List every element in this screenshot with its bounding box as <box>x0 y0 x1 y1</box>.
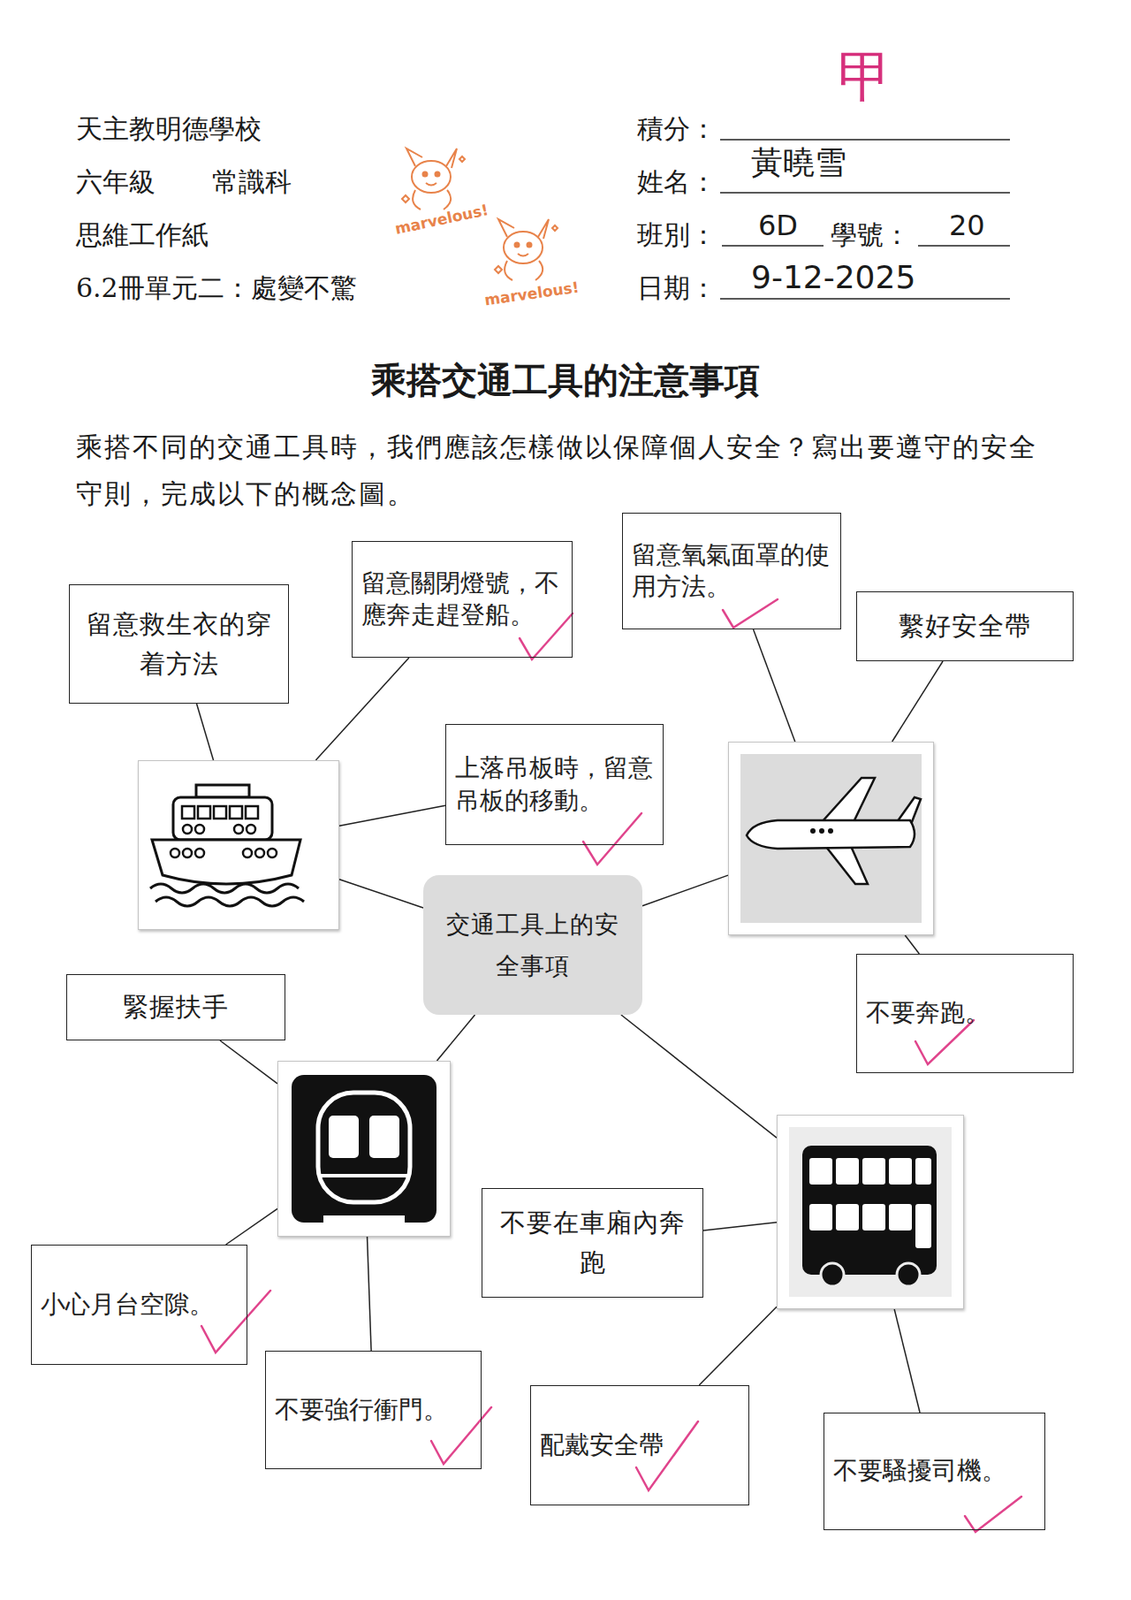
connector-line <box>339 804 446 826</box>
unit-name: 6.2冊單元二：處變不驚 <box>75 272 357 304</box>
connector-line <box>642 874 729 906</box>
handwritten-answer: 不要騷擾司機。 <box>833 1454 1036 1487</box>
handwritten-answer: 上落吊板時，留意吊板的移動。 <box>455 751 654 817</box>
airplane-picture-frame <box>728 741 934 935</box>
class-value: 6D <box>758 208 798 243</box>
connector-line <box>753 629 796 742</box>
field-label: 班別： <box>637 219 717 251</box>
connector-line <box>698 1305 777 1385</box>
node-text: 不要在車廂內奔跑 <box>491 1202 694 1283</box>
field-label: 日期： <box>637 272 717 304</box>
connector-line <box>220 1039 278 1084</box>
answer-box: 留意氧氣面罩的使用方法。 <box>622 512 842 630</box>
worksheet-type: 思維工作紙 <box>75 219 209 251</box>
worksheet-title: 乘搭交通工具的注意事項 <box>0 358 1131 402</box>
student-number: 20 <box>948 208 986 243</box>
field-label: 姓名： <box>637 166 717 198</box>
answer-box: 留意關閉燈號，不應奔走趕登船。 <box>351 540 573 658</box>
ferry-icon <box>150 784 304 906</box>
train-icon <box>291 1074 437 1223</box>
answer-box: 不要奔跑。 <box>856 953 1074 1073</box>
subject-name: 常識科 <box>212 166 292 198</box>
answer-box: 不要強行衝門。 <box>265 1350 482 1469</box>
connector-line <box>892 660 943 742</box>
grade-mark: 甲 <box>837 44 893 110</box>
bus-icon <box>789 1126 952 1297</box>
node-text: 留意救生衣的穿着方法 <box>78 604 280 684</box>
connector-line <box>703 1222 777 1230</box>
field-label: 積分： <box>637 113 717 145</box>
connector-line <box>197 703 214 760</box>
rule-box: 留意救生衣的穿着方法 <box>68 584 289 704</box>
grade-level: 六年級 <box>75 166 156 198</box>
rule-box: 繫好安全帶 <box>856 591 1074 661</box>
ferry-picture-frame <box>137 759 340 930</box>
answer-box: 不要騷擾司機。 <box>823 1411 1046 1530</box>
school-name: 天主教明德學校 <box>75 113 262 145</box>
connector-line <box>226 1207 278 1245</box>
connector-line <box>894 1308 920 1412</box>
connector-line <box>436 1014 475 1061</box>
date-value: 9-12-2025 <box>751 258 916 297</box>
student-name: 黃曉雪 <box>751 143 847 182</box>
form-underlines <box>720 139 1010 299</box>
tick-marks <box>201 599 1022 1532</box>
field-label: 學號： <box>830 219 911 251</box>
connector-line <box>904 934 919 954</box>
handwritten-answer: 不要奔跑。 <box>865 996 1064 1029</box>
answer-box: 小心月台空隙。 <box>30 1244 248 1365</box>
answer-box: 配戴安全帶 <box>530 1384 750 1505</box>
bus-picture-frame <box>776 1114 965 1309</box>
node-text: 緊握扶手 <box>75 986 276 1027</box>
rule-box: 緊握扶手 <box>66 973 286 1040</box>
train-picture-frame <box>277 1060 451 1237</box>
sticker-text: marvelous! <box>483 278 580 310</box>
handwritten-answer: 留意關閉燈號，不應奔走趕登船。 <box>361 567 563 632</box>
node-text: 交通工具上的安全事項 <box>435 903 631 987</box>
node-text: 繫好安全帶 <box>865 606 1064 646</box>
connector-line <box>621 1014 777 1138</box>
connector-line <box>367 1236 372 1351</box>
handwritten-answer: 小心月台空隙。 <box>40 1288 238 1321</box>
central-topic: 交通工具上的安全事項 <box>423 874 643 1015</box>
instruction-text: 乘搭不同的交通工具時，我們應該怎樣做以保障個人安全？寫出要遵守的安全守則，完成以… <box>75 424 1048 517</box>
rule-box: 不要在車廂內奔跑 <box>481 1187 704 1298</box>
connector-line <box>315 657 410 760</box>
handwritten-answer: 不要強行衝門。 <box>274 1393 472 1426</box>
connector-line <box>339 879 424 908</box>
answer-box: 上落吊板時，留意吊板的移動。 <box>445 723 664 845</box>
handwritten-answer: 配戴安全帶 <box>539 1428 740 1461</box>
airplane-icon <box>740 753 922 923</box>
handwritten-answer: 留意氧氣面罩的使用方法。 <box>631 538 832 604</box>
sticker-text: marvelous! <box>393 200 491 238</box>
